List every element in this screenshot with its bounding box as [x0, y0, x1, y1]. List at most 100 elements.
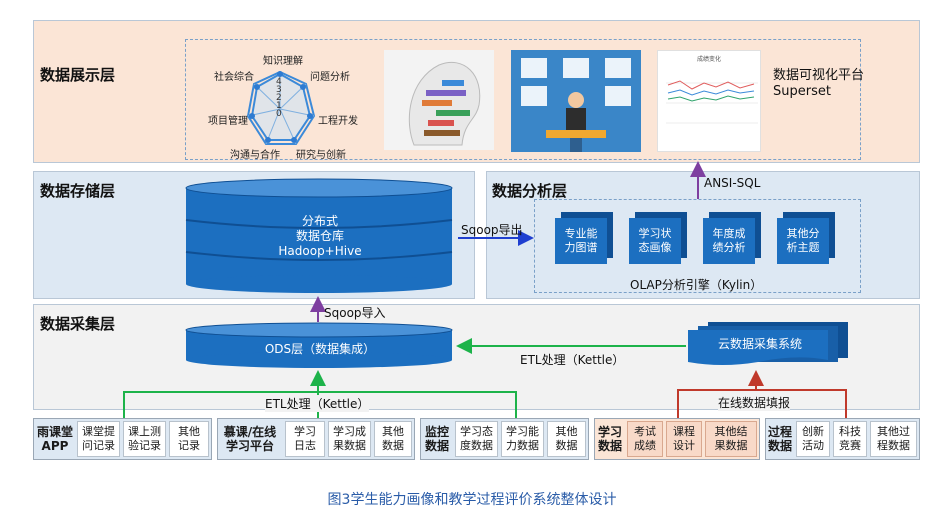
source-head-text: 雨课堂 [36, 425, 73, 439]
radar-axis-label: 知识理解 [263, 54, 303, 67]
source-head-text: 学习 [597, 425, 622, 439]
source-item-text: 数据 [555, 439, 578, 452]
source-item-text: 记录 [178, 439, 200, 452]
storage-layer-title: 数据存储层 [40, 182, 116, 200]
radar-tick: 2 [276, 93, 282, 103]
analysis-layer-title: 数据分析层 [492, 182, 568, 200]
ods-label: ODS层（数据集成） [264, 342, 376, 356]
source-item-text: 学习能 [506, 425, 539, 438]
radar-axis-label: 项目管理 [208, 114, 248, 127]
source-item: 其他记录 [169, 421, 209, 457]
source-item-text: 力数据 [506, 439, 539, 452]
label-etl-bottom: ETL处理（Kettle） [265, 395, 370, 412]
cloud-collection-label: 云数据采集系统 [717, 337, 802, 351]
source-item-text: 其他 [555, 425, 578, 438]
radar-chart: 4 3 2 1 0 知识理解 问题分析 工程开发 研究与创新 沟通与合作 项目管… [208, 54, 358, 161]
source-head-text: APP [41, 439, 69, 453]
radar-axis-label: 问题分析 [310, 70, 350, 83]
olap-cube-ability-map: 专业能力图谱 [555, 218, 607, 264]
source-item: 课上测验记录 [123, 421, 166, 457]
cube-label: 其他分 [786, 227, 820, 240]
source-item: 其他结果数据 [705, 421, 757, 457]
radar-tick: 0 [276, 109, 282, 119]
source-item-text: 课程 [673, 425, 695, 438]
arrow-etl-bottom [123, 391, 517, 418]
line-chart-thumb-title: 成绩变化 [696, 56, 721, 63]
source-head-text: 数据 [767, 439, 792, 453]
source-item-text: 创新 [802, 425, 824, 438]
source-item: 其他数据 [547, 421, 586, 457]
olap-cube-learning-state: 学习状态画像 [629, 218, 681, 264]
source-item-text: 学习 [294, 425, 316, 438]
source-item: 其他数据 [374, 421, 412, 457]
radar-outer [246, 70, 316, 145]
olap-cube-other-topics: 其他分析主题 [777, 218, 829, 264]
source-item-text: 其他 [178, 425, 200, 438]
warehouse-label-line1: 分布式 [301, 214, 338, 228]
ods-cylinder [185, 322, 453, 368]
source-item-text: 日志 [294, 439, 316, 452]
line-chart-thumbnail: 成绩变化 [657, 50, 761, 152]
olap-cube-annual-grades: 年度成绩分析 [703, 218, 755, 264]
source-item-text: 课堂提 [82, 425, 115, 438]
source-item: 学习日志 [285, 421, 325, 457]
source-head-text: 数据 [424, 439, 449, 453]
radar-tick: 1 [276, 101, 282, 111]
source-item: 学习成果数据 [328, 421, 371, 457]
collect-layer-title: 数据采集层 [40, 315, 116, 333]
cloud-collection-stack [688, 322, 848, 365]
cube-label: 态画像 [638, 241, 672, 254]
source-head-text: 监控 [424, 425, 449, 439]
source-item-text: 问记录 [82, 439, 115, 452]
source-item-text: 验记录 [128, 439, 161, 452]
label-sqoop-export: Sqoop导出 [461, 223, 523, 237]
figure-caption: 图3学生能力画像和教学过程评价系统整体设计 [327, 492, 617, 508]
source-item-text: 数据 [382, 439, 404, 452]
label-online-fill: 在线数据填报 [718, 394, 791, 411]
source-item-text: 度数据 [460, 439, 493, 452]
warehouse-label: 分布式 数据仓库 Hadoop+Hive [240, 214, 400, 259]
viz-platform-label: 数据可视化平台 Superset [773, 68, 864, 100]
label-sqoop-import: Sqoop导入 [324, 306, 386, 320]
source-item: 学习态度数据 [455, 421, 498, 457]
radar-tick: 3 [276, 85, 282, 95]
dashboard-illustration [511, 50, 641, 152]
arrow-online-fill [677, 389, 847, 418]
cube-label: 年度成 [712, 227, 746, 240]
source-item-text: 程数据 [877, 439, 910, 452]
source-item-text: 科技 [839, 425, 861, 438]
source-item-text: 成绩 [634, 439, 656, 452]
source-item: 学习能力数据 [501, 421, 544, 457]
source-item: 课程设计 [666, 421, 702, 457]
radar-axis-label: 研究与创新 [296, 148, 346, 161]
source-item-text: 竞赛 [839, 439, 861, 452]
source-head-mooc: 慕课/在线学习平台 [219, 421, 281, 457]
data-warehouse-cylinder [185, 178, 453, 293]
radar-tick: 4 [276, 77, 282, 87]
cube-label: 析主题 [786, 241, 820, 254]
label-ansi-sql: ANSI-SQL [704, 176, 761, 190]
radar-axis-label: 工程开发 [318, 114, 358, 127]
source-item: 创新活动 [796, 421, 830, 457]
source-item: 课堂提问记录 [77, 421, 120, 457]
source-head-monitor: 监控数据 [422, 421, 452, 457]
source-item-text: 其他过 [877, 425, 910, 438]
source-head-text: 数据 [597, 439, 622, 453]
source-item: 考试成绩 [627, 421, 663, 457]
source-item-text: 考试 [634, 425, 656, 438]
display-layer-title: 数据展示层 [40, 66, 116, 84]
source-item-text: 学习态 [460, 425, 493, 438]
radar-series [250, 72, 312, 141]
olap-dashed-frame [534, 199, 861, 293]
radar-axis-label: 社会综合 [214, 70, 254, 83]
warehouse-label-line2: 数据仓库 [295, 229, 344, 243]
source-item: 科技竞赛 [833, 421, 867, 457]
source-item-text: 设计 [673, 439, 695, 452]
cube-label: 学习状 [638, 227, 672, 240]
olap-engine-label: OLAP分析引擎（Kylin） [630, 278, 763, 292]
radar-axis-label: 沟通与合作 [230, 148, 280, 161]
source-head-process: 过程数据 [767, 421, 793, 457]
source-item-text: 其他结 [714, 425, 748, 438]
